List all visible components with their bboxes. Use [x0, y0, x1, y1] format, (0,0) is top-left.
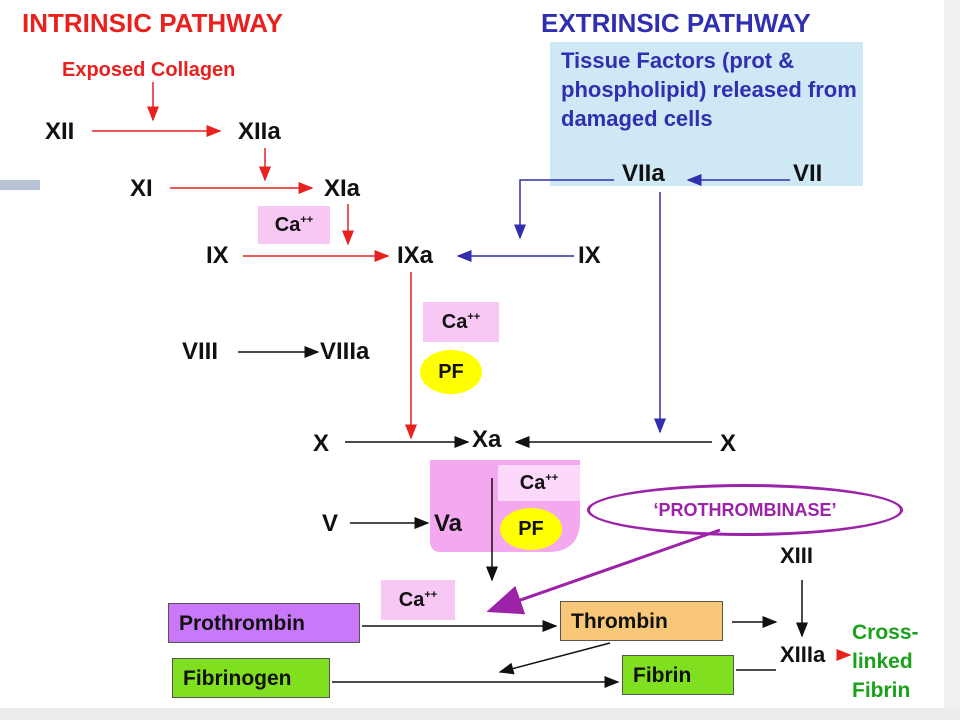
factor-x-right: X: [720, 430, 737, 457]
arrow-prothrombinase: [486, 528, 721, 615]
tissue-factors-label: Tissue Factors (prot & phospholipid) rel…: [561, 48, 857, 131]
factor-va: Va: [434, 510, 463, 537]
prothrombinase-oval: ‘PROTHROMBINASE’: [587, 484, 903, 536]
bottom-edge-strip: [0, 708, 960, 720]
ca-box-prothrombin: Ca++: [381, 580, 455, 620]
factor-ix-extrinsic: IX: [578, 242, 601, 269]
crosslinked-fibrin-label: Cross-linked Fibrin: [852, 621, 919, 702]
right-edge-strip: [944, 0, 960, 720]
ca-box-xia: Ca++: [258, 206, 330, 244]
ca-box-va: Ca++: [519, 472, 559, 494]
factor-xiia: XIIa: [238, 118, 281, 145]
factor-xiii: XIII: [780, 543, 814, 568]
factor-viii: VIII: [182, 338, 219, 365]
extrinsic-title: EXTRINSIC PATHWAY: [541, 8, 811, 38]
tissue-factors-box: [550, 42, 863, 186]
exposed-collagen-label: Exposed Collagen: [62, 59, 236, 81]
arrow-thrombin-fibrinogen: [498, 642, 611, 675]
fibrinogen-box: Fibrinogen: [172, 658, 330, 698]
factor-xii: XII: [45, 118, 75, 145]
factor-viia: VIIa: [622, 160, 665, 187]
factor-xi: XI: [130, 175, 153, 202]
prothrombin-box: Prothrombin: [168, 603, 360, 643]
factor-xia: XIa: [324, 175, 361, 202]
va-ca-box: [498, 465, 580, 501]
ca-box-ixa: Ca++: [423, 302, 499, 342]
factor-v: V: [322, 510, 339, 537]
factor-xiiia: XIIIa: [780, 642, 826, 667]
factor-vii: VII: [793, 160, 823, 187]
factor-viiia: VIIIa: [320, 338, 370, 365]
factor-xa: Xa: [472, 426, 502, 453]
intrinsic-title: INTRINSIC PATHWAY: [22, 8, 283, 38]
left-edge-marker: [0, 180, 40, 190]
factor-x-left: X: [313, 430, 330, 457]
arrow-viia-to-ixa-path: [514, 179, 614, 240]
factor-ix: IX: [206, 242, 229, 269]
thrombin-box: Thrombin: [560, 601, 723, 641]
pf-ellipse-upper: PF: [420, 350, 482, 394]
pf-ellipse-lower: PF: [500, 508, 562, 550]
fibrin-box: Fibrin: [622, 655, 734, 695]
factor-ixa: IXa: [397, 242, 434, 269]
